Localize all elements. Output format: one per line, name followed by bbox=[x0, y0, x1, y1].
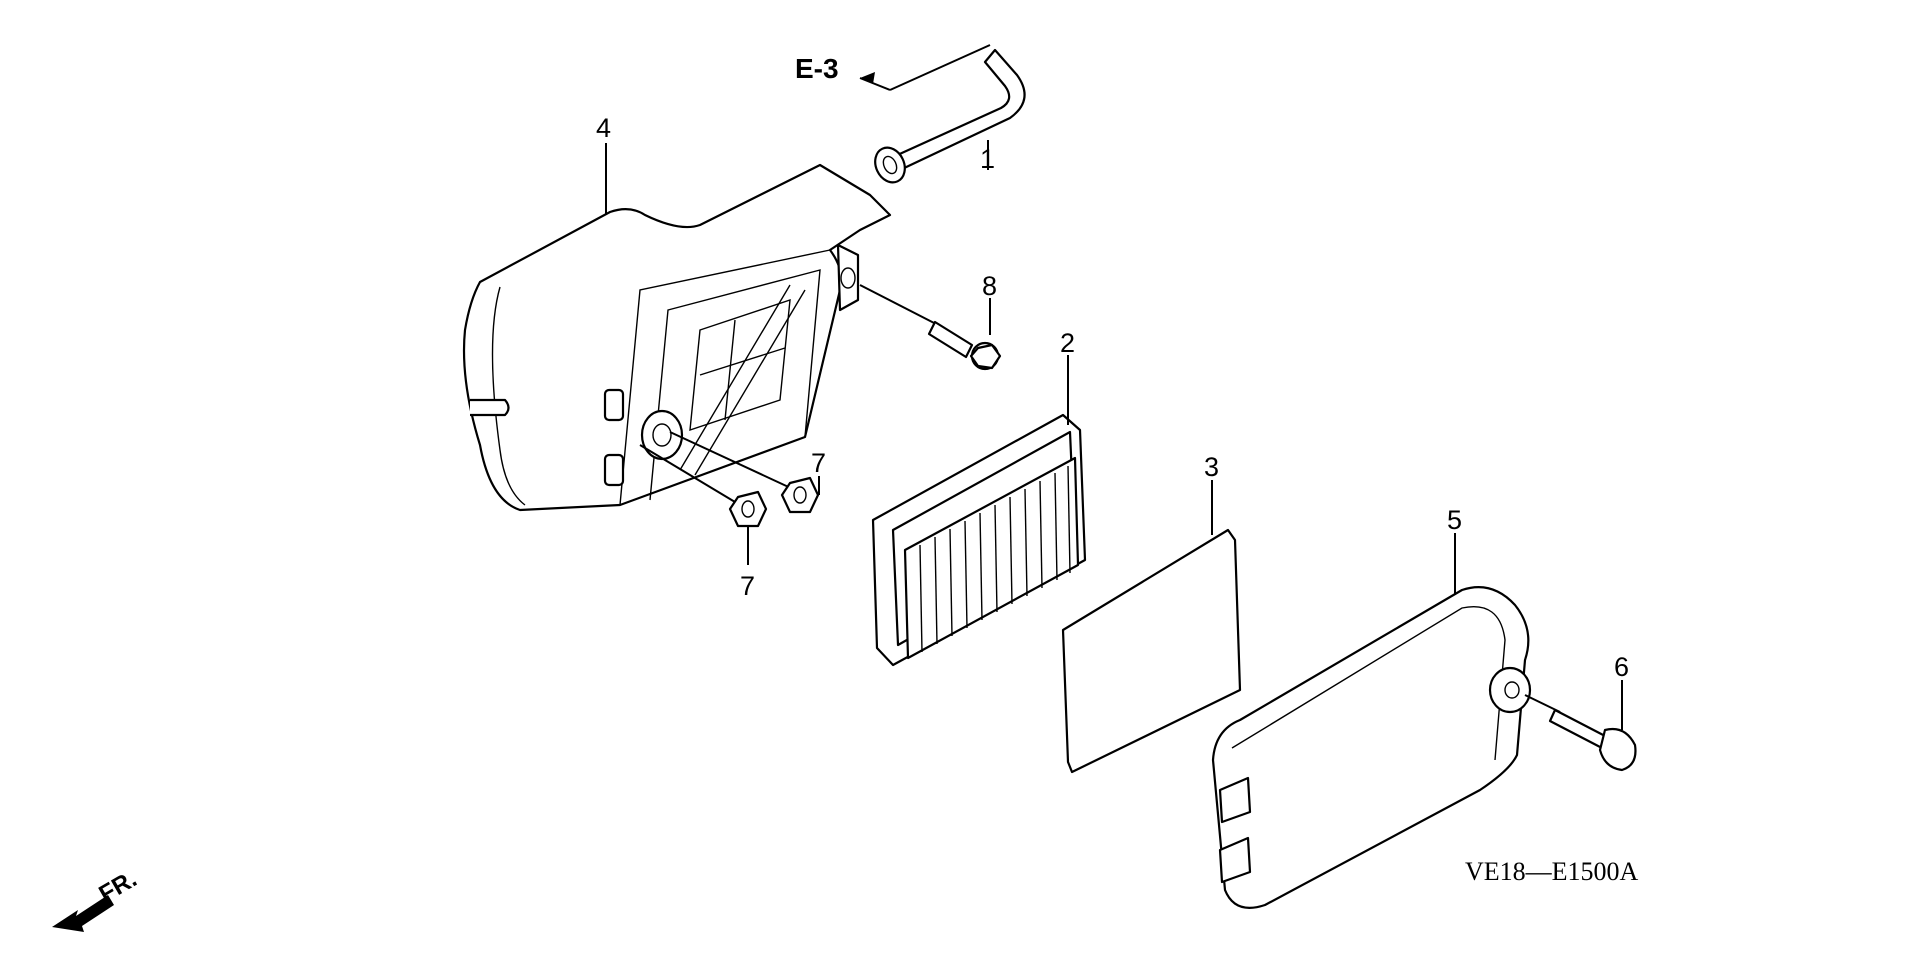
callout-2: 2 bbox=[1060, 328, 1075, 358]
callout-8: 8 bbox=[982, 271, 997, 301]
diagram-code: VE18—E1500A bbox=[1465, 857, 1639, 886]
callout-6: 6 bbox=[1614, 652, 1629, 682]
callout-7-lower: 7 bbox=[740, 571, 755, 601]
pre-cleaner-foam bbox=[1061, 528, 1242, 774]
filter-pleats bbox=[919, 465, 1071, 653]
callout-1: 1 bbox=[980, 144, 995, 174]
air-cleaner-cover bbox=[1211, 586, 1532, 909]
nut-lower bbox=[639, 444, 768, 528]
callout-5: 5 bbox=[1447, 505, 1462, 535]
callout-3: 3 bbox=[1204, 452, 1219, 482]
air-filter-element bbox=[871, 413, 1087, 667]
callout-7-upper: 7 bbox=[811, 448, 826, 478]
reference-label: E-3 bbox=[795, 53, 839, 84]
wing-bolt bbox=[1524, 694, 1637, 772]
callout-4: 4 bbox=[596, 113, 611, 143]
air-cleaner-case bbox=[462, 163, 892, 512]
nut-upper bbox=[669, 431, 820, 514]
flange-bolt bbox=[859, 284, 1002, 371]
front-arrow-icon: FR. bbox=[52, 865, 141, 932]
breather-tube bbox=[859, 44, 1026, 184]
